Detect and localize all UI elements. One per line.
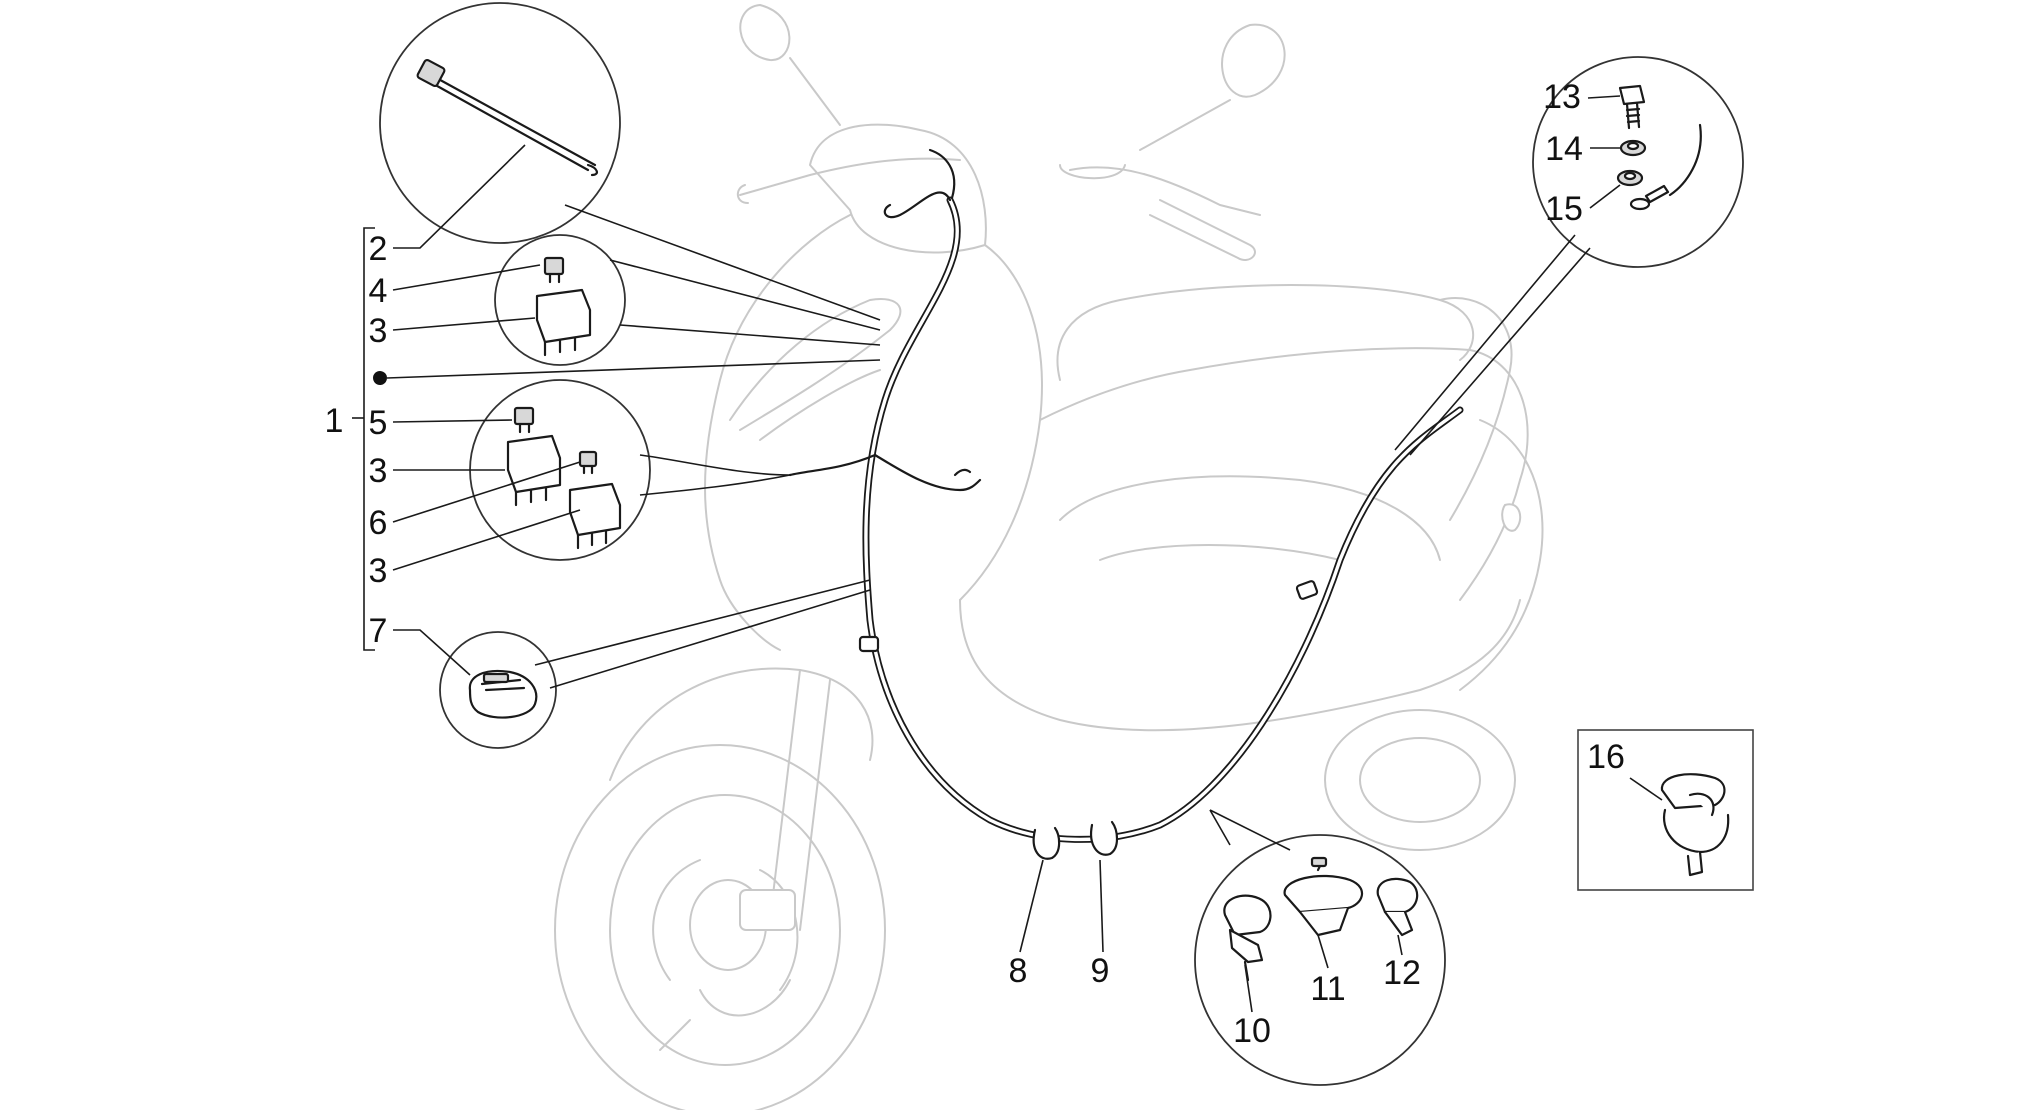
cable-tie-9 [1090, 820, 1119, 856]
callout-16: 16 [1587, 738, 1625, 776]
right-mirror [1221, 23, 1286, 98]
clamp-10 [1223, 894, 1272, 982]
callout-2: 2 [369, 230, 388, 268]
headlight-cowl [809, 123, 987, 254]
fuse-holder-3c [568, 482, 622, 550]
detail-circle-ground-bolt [1532, 56, 1744, 268]
bullet-harness [373, 371, 387, 385]
ground-cable-detail: 13 14 15 [1394, 56, 1744, 456]
callout-6: 6 [369, 504, 388, 542]
harness-sleeve [858, 635, 880, 653]
connector-7 [468, 669, 538, 719]
fuse-holder-3a [535, 288, 592, 357]
callout-15: 15 [1545, 190, 1583, 228]
clamp-12 [1376, 877, 1419, 937]
seat [1056, 284, 1475, 381]
side-wire-branch [788, 453, 877, 477]
clamp-detail: 10 11 12 [1194, 809, 1446, 1086]
callout-13: 13 [1543, 78, 1581, 116]
clamp-11 [1283, 856, 1363, 937]
cable-tie-callouts: 8 9 [1009, 859, 1110, 990]
main-wiring-harness [788, 148, 1464, 860]
callout-11: 11 [1310, 970, 1345, 1008]
callout-3a: 3 [369, 312, 388, 350]
callout-8: 8 [1009, 952, 1028, 990]
callout-3b: 3 [369, 452, 388, 490]
left-part-list: 1 2 4 3 [325, 2, 881, 749]
fuse-6 [578, 450, 598, 475]
callout-12: 12 [1383, 954, 1421, 992]
front-fender [609, 667, 874, 781]
callout-9: 9 [1091, 952, 1110, 990]
callout-3c: 3 [369, 552, 388, 590]
fuse-5 [513, 406, 535, 434]
callout-5: 5 [369, 404, 388, 442]
callout-14: 14 [1545, 130, 1583, 168]
callout-1: 1 [325, 402, 344, 440]
fuse-holder-3b [506, 434, 562, 507]
boxed-clip-detail: 16 [1577, 729, 1754, 891]
detail-circle-cable-tie [379, 2, 621, 244]
fuse-4 [543, 256, 565, 284]
callout-7: 7 [369, 612, 388, 650]
left-mirror [739, 4, 791, 62]
bolt-13 [1618, 84, 1646, 130]
group-bracket [363, 227, 375, 651]
ground-cable [1668, 123, 1702, 197]
callout-4: 4 [369, 272, 388, 310]
cable-tie-strap [416, 58, 598, 177]
scooter-outline [554, 4, 1544, 1115]
front-wheel [554, 744, 886, 1115]
cable-tie-8 [1032, 826, 1061, 860]
clip-16 [1660, 773, 1730, 877]
rear-wheel [1324, 709, 1516, 851]
callout-10: 10 [1233, 1012, 1271, 1050]
